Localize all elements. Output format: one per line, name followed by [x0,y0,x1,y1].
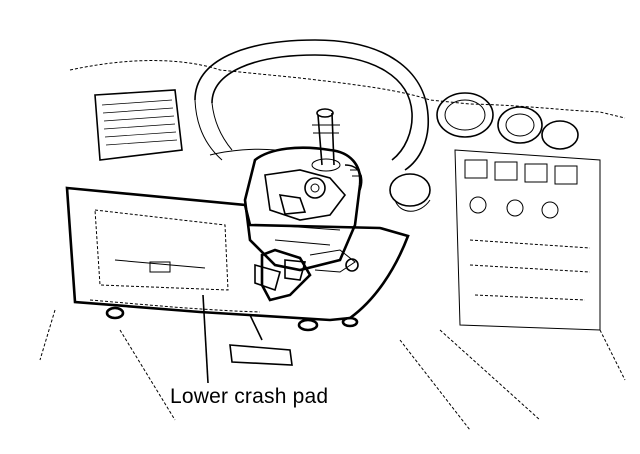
crash-pad-inner-details [89,209,261,313]
steering-column-assembly [243,146,363,272]
brake-pedal [229,314,293,366]
dashboard-top-edge [69,60,626,119]
steering-wheel [194,39,430,171]
column-lower-shroud [254,248,359,302]
steering-column-shaft [311,108,341,172]
center-console-switches [454,149,601,331]
mounting-bolts [105,306,359,332]
floor-lines [39,309,626,431]
callout-leader-line [202,294,209,384]
lower-crash-pad-outline [65,186,410,322]
left-air-vent [94,89,183,161]
ignition-bezel [389,173,431,212]
callout-label-lower-crash-pad: Lower crash pad [170,385,329,408]
instrument-gauges [436,92,579,150]
